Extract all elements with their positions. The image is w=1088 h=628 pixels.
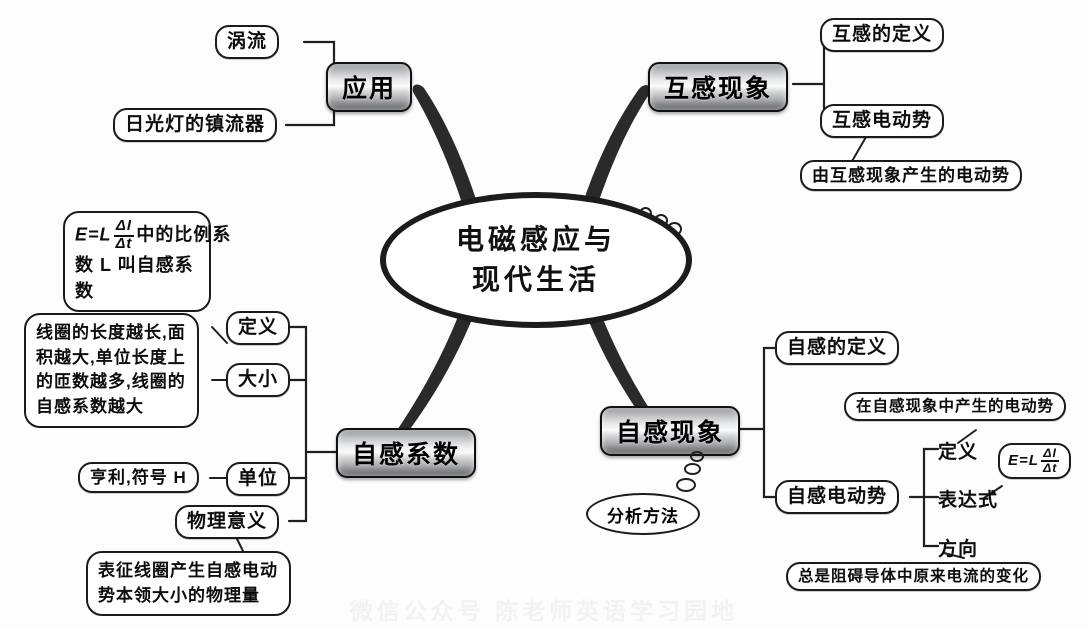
link-coefficient-definition-note: [211, 326, 228, 344]
branch-application-label: 应用: [342, 75, 397, 103]
link-emf-definition: [908, 447, 940, 499]
node-mutual-definition[interactable]: 互感的定义: [820, 18, 945, 52]
note-coefficient-unit[interactable]: 亨利,符号 H: [78, 462, 199, 494]
note-coefficient-size-label: 线圈的长度越长,面积越大,单位长度上的匝数越多,线圈的自感系数越大: [36, 323, 186, 416]
node-coefficient-size[interactable]: 大小: [226, 363, 291, 397]
formula-numerator: ΔI: [113, 218, 135, 237]
node-emf-expression[interactable]: 表达式: [936, 485, 1000, 512]
node-emf-definition-label: 定义: [938, 442, 979, 463]
note-emf-definition[interactable]: 在自感现象中产生的电动势: [844, 392, 1067, 422]
note-mutual-emf[interactable]: 由互感现象产生的电动势: [800, 160, 1022, 192]
branch-self-induction-label: 自感现象: [616, 419, 725, 447]
note-coefficient-definition-line2: 数 L 叫自感系数: [75, 255, 194, 302]
node-coefficient-definition-label: 定义: [238, 317, 279, 338]
emf-formula-denominator: Δt: [1042, 460, 1058, 475]
node-emf-definition[interactable]: 定义: [936, 437, 980, 464]
node-coefficient-unit-label: 单位: [238, 468, 279, 489]
emf-formula-numerator: ΔI: [1040, 447, 1060, 462]
node-self-induction-definition-label: 自感的定义: [787, 337, 888, 358]
note-emf-direction-label: 总是阻碍导体中原来电流的变化: [798, 568, 1030, 585]
link-selfinduction-definition: [738, 346, 781, 431]
emf-formula-prefix: E=L: [1008, 451, 1039, 469]
thought-bead: [676, 478, 696, 492]
node-eddy-current-label: 涡流: [227, 31, 268, 52]
link-coefficient-unit: [287, 450, 308, 480]
branch-self-inductance-coefficient-label: 自感系数: [352, 441, 461, 469]
node-coefficient-unit[interactable]: 单位: [226, 462, 291, 496]
note-coefficient-size[interactable]: 线圈的长度越长,面积越大,单位长度上的匝数越多,线圈的自感系数越大: [24, 313, 199, 428]
central-topic[interactable]: 电磁感应与 现代生活: [380, 192, 692, 328]
bubble-analysis-method-label: 分析方法: [607, 506, 679, 526]
node-emf-expression-label: 表达式: [938, 490, 999, 511]
note-emf-direction[interactable]: 总是阻碍导体中原来电流的变化: [786, 562, 1042, 592]
thought-bead: [684, 463, 701, 475]
note-emf-definition-label: 在自感现象中产生的电动势: [856, 398, 1055, 415]
node-mutual-emf[interactable]: 互感电动势: [820, 104, 945, 138]
node-emf-direction[interactable]: 方向: [936, 534, 980, 561]
node-self-induced-emf-label: 自感电动势: [787, 486, 888, 507]
branch-self-inductance-coefficient[interactable]: 自感系数: [336, 428, 477, 478]
node-coefficient-definition[interactable]: 定义: [226, 311, 291, 345]
note-coefficient-unit-label: 亨利,符号 H: [90, 468, 187, 487]
link-coefficient-meaning: [287, 476, 308, 523]
node-self-induced-emf[interactable]: 自感电动势: [775, 480, 900, 514]
thought-bead: [690, 451, 704, 462]
branch-self-induction[interactable]: 自感现象: [600, 406, 741, 456]
formula-prefix: E=L: [75, 224, 112, 245]
node-coefficient-meaning-label: 物理意义: [187, 511, 268, 532]
node-mutual-definition-label: 互感的定义: [832, 24, 933, 45]
central-topic-line1: 电磁感应与: [455, 224, 616, 256]
bubble-analysis-method[interactable]: 分析方法: [586, 493, 700, 535]
note-mutual-emf-label: 由互感现象产生的电动势: [812, 166, 1010, 185]
note-coefficient-meaning-label: 表征线圈产生自感电动势本领大小的物理量: [98, 561, 278, 605]
node-mutual-emf-label: 互感电动势: [832, 110, 933, 131]
note-coefficient-meaning[interactable]: 表征线圈产生自感电动势本领大小的物理量: [86, 551, 291, 617]
node-coefficient-size-label: 大小: [238, 369, 279, 390]
node-coefficient-meaning[interactable]: 物理意义: [175, 505, 280, 539]
central-topic-line2: 现代生活: [471, 264, 600, 295]
branch-application[interactable]: 应用: [326, 62, 413, 112]
watermark: 微信公众号 陈老师英语学习园地: [349, 598, 739, 624]
node-self-induction-definition[interactable]: 自感的定义: [775, 331, 900, 365]
node-emf-direction-label: 方向: [938, 539, 979, 560]
node-fluorescent-ballast[interactable]: 日光灯的镇流器: [113, 108, 278, 142]
branch-mutual-induction[interactable]: 互感现象: [648, 62, 789, 112]
link-coefficient-definition: [287, 325, 308, 454]
formula-denominator: Δt: [115, 235, 133, 252]
branch-mutual-induction-label: 互感现象: [664, 75, 773, 103]
formula-text-after: 中的比例系: [136, 224, 232, 245]
node-fluorescent-ballast-label: 日光灯的镇流器: [125, 114, 266, 135]
node-eddy-current[interactable]: 涡流: [215, 25, 280, 59]
